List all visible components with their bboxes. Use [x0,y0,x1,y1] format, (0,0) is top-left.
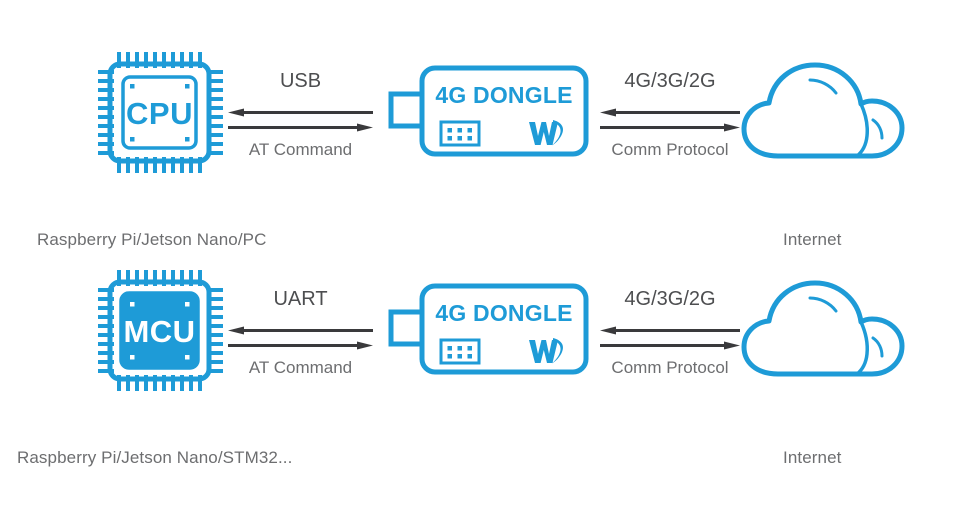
bidirectional-arrows-icon [228,326,373,350]
device-4g-dongle: 4G DONGLE [385,64,590,159]
chip-cpu: CPU [96,50,226,175]
dongle-icon: 4G DONGLE [388,283,589,375]
cloud-icon [741,62,905,159]
chip-caption-mcu: Raspberry Pi/Jetson Nano/STM32... [17,448,293,467]
endpoint-internet [740,276,910,386]
link-label-command: AT Command [248,358,353,377]
link-label-network: 4G/3G/2G [624,288,716,310]
dongle-icon: 4G DONGLE [388,65,589,157]
bidirectional-arrows-icon [600,108,740,132]
link-label-protocol: USB [279,70,322,92]
link-host-to-dongle: USB AT Command [228,70,373,170]
link-label-comm-protocol: Comm Protocol [611,358,729,377]
endpoint-internet [740,58,910,168]
diagram-row-uart: MCU Raspberry Pi/Jetson Nano/STM32... UA… [0,268,960,468]
link-label-command: AT Command [248,140,353,159]
endpoint-caption-internet: Internet [783,448,842,467]
link-label-network: 4G/3G/2G [624,70,716,92]
endpoint-caption-internet: Internet [783,230,842,249]
device-4g-dongle: 4G DONGLE [385,282,590,377]
chip-label: MCU [123,314,195,349]
link-label-protocol: UART [273,288,328,310]
chip-label: CPU [126,96,193,131]
chip-caption-cpu: Raspberry Pi/Jetson Nano/PC [37,230,267,249]
link-label-comm-protocol: Comm Protocol [611,140,729,159]
cpu-chip-icon: CPU [98,52,223,173]
bidirectional-arrows-icon [228,108,373,132]
cloud-icon [741,280,905,377]
chip-mcu: MCU [96,268,226,393]
link-dongle-to-internet: 4G/3G/2G Comm Protocol [600,70,740,170]
dongle-title: 4G DONGLE [435,82,572,108]
waveshare-logo-icon [529,338,563,364]
sim-slot-icon [439,120,481,147]
sim-slot-icon [439,338,481,365]
dongle-title: 4G DONGLE [435,300,572,326]
link-host-to-dongle: UART AT Command [228,288,373,388]
waveshare-logo-icon [529,120,563,146]
bidirectional-arrows-icon [600,326,740,350]
mcu-chip-icon: MCU [98,270,223,391]
link-dongle-to-internet: 4G/3G/2G Comm Protocol [600,288,740,388]
diagram-row-usb: CPU Raspberry Pi/Jetson Nano/PC USB AT C… [0,50,960,250]
